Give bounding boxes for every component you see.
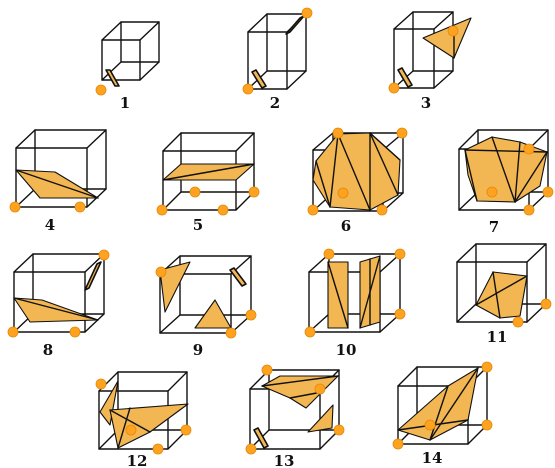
active-vertex-marker	[307, 204, 319, 216]
active-vertex-marker	[74, 201, 86, 213]
active-vertex-marker	[301, 7, 313, 19]
active-vertex-marker	[125, 424, 137, 436]
cube-case-8: 8	[7, 249, 110, 359]
active-vertex-marker	[152, 443, 164, 455]
active-vertex-marker	[542, 186, 554, 198]
active-vertex-marker	[98, 249, 110, 261]
active-vertex-marker	[323, 248, 335, 260]
active-vertex-marker	[248, 186, 260, 198]
isosurface-triangle	[229, 267, 247, 287]
isosurface-triangle	[285, 15, 305, 35]
case-label: 3	[421, 94, 431, 112]
cube-case-12: 12	[95, 371, 192, 468]
active-vertex-marker	[394, 308, 406, 320]
active-vertex-marker	[189, 186, 201, 198]
case-label: 2	[270, 94, 280, 112]
case-label: 13	[274, 452, 295, 468]
active-vertex-marker	[392, 438, 404, 450]
active-vertex-marker	[394, 248, 406, 260]
active-vertex-marker	[486, 186, 498, 198]
case-label: 5	[193, 216, 203, 234]
isosurface-triangle	[194, 299, 232, 329]
cube-case-10: 10	[304, 248, 406, 359]
isosurface-triangle	[397, 67, 413, 88]
active-vertex-marker	[156, 204, 168, 216]
isosurface-triangle	[251, 69, 267, 89]
active-vertex-marker	[512, 316, 524, 328]
active-vertex-marker	[217, 204, 229, 216]
active-vertex-marker	[396, 127, 408, 139]
active-vertex-marker	[261, 364, 273, 376]
active-vertex-marker	[225, 327, 237, 339]
active-vertex-marker	[447, 25, 459, 37]
cube-wireframe	[308, 253, 401, 333]
active-vertex-marker	[9, 201, 21, 213]
case-label: 7	[489, 218, 499, 236]
active-vertex-marker	[69, 326, 81, 338]
active-vertex-marker	[333, 424, 345, 436]
isosurface-triangle	[422, 17, 472, 59]
cube-wireframe	[15, 129, 107, 208]
active-vertex-marker	[332, 127, 344, 139]
active-vertex-marker	[481, 361, 493, 373]
active-vertex-marker	[155, 266, 167, 278]
cube-case-13: 13	[245, 364, 345, 468]
cube-case-3: 3	[388, 11, 472, 112]
active-vertex-marker	[481, 419, 493, 431]
cube-case-7: 7	[458, 129, 554, 236]
case-label: 6	[341, 217, 351, 235]
isosurface-triangle	[253, 427, 269, 449]
isosurface-triangle	[159, 261, 191, 313]
active-vertex-marker	[95, 84, 107, 96]
active-vertex-marker	[314, 383, 326, 395]
active-vertex-marker	[376, 204, 388, 216]
active-vertex-marker	[540, 298, 552, 310]
case-label: 12	[127, 452, 148, 468]
case-label: 4	[45, 216, 55, 234]
active-vertex-marker	[304, 326, 316, 338]
case-label: 1	[120, 94, 130, 112]
cube-case-9: 9	[155, 255, 257, 359]
active-vertex-marker	[523, 204, 535, 216]
isosurface-triangle	[307, 404, 334, 433]
active-vertex-marker	[245, 309, 257, 321]
case-label: 11	[487, 328, 508, 346]
cube-case-14: 14	[392, 361, 493, 467]
active-vertex-marker	[388, 82, 400, 94]
isosurface-triangle	[84, 261, 102, 291]
cube-case-11: 11	[456, 243, 552, 346]
cube-wireframe	[101, 21, 160, 81]
cube-case-4: 4	[9, 129, 107, 234]
isosurface-triangle	[475, 271, 528, 319]
cube-case-6: 6	[307, 127, 408, 235]
cube-case-5: 5	[156, 132, 260, 234]
active-vertex-marker	[523, 143, 535, 155]
case-label: 10	[336, 341, 357, 359]
case-label: 14	[422, 449, 443, 467]
case-label: 9	[193, 341, 203, 359]
active-vertex-marker	[245, 443, 257, 455]
active-vertex-marker	[7, 326, 19, 338]
case-label: 8	[43, 341, 53, 359]
active-vertex-marker	[95, 378, 107, 390]
isosurface-triangle	[105, 69, 120, 87]
active-vertex-marker	[337, 187, 349, 199]
active-vertex-marker	[424, 419, 436, 431]
active-vertex-marker	[180, 424, 192, 436]
isosurface-triangle	[99, 380, 119, 426]
cube-case-2: 2	[242, 7, 313, 112]
cube-case-1: 1	[95, 21, 160, 112]
active-vertex-marker	[242, 83, 254, 95]
